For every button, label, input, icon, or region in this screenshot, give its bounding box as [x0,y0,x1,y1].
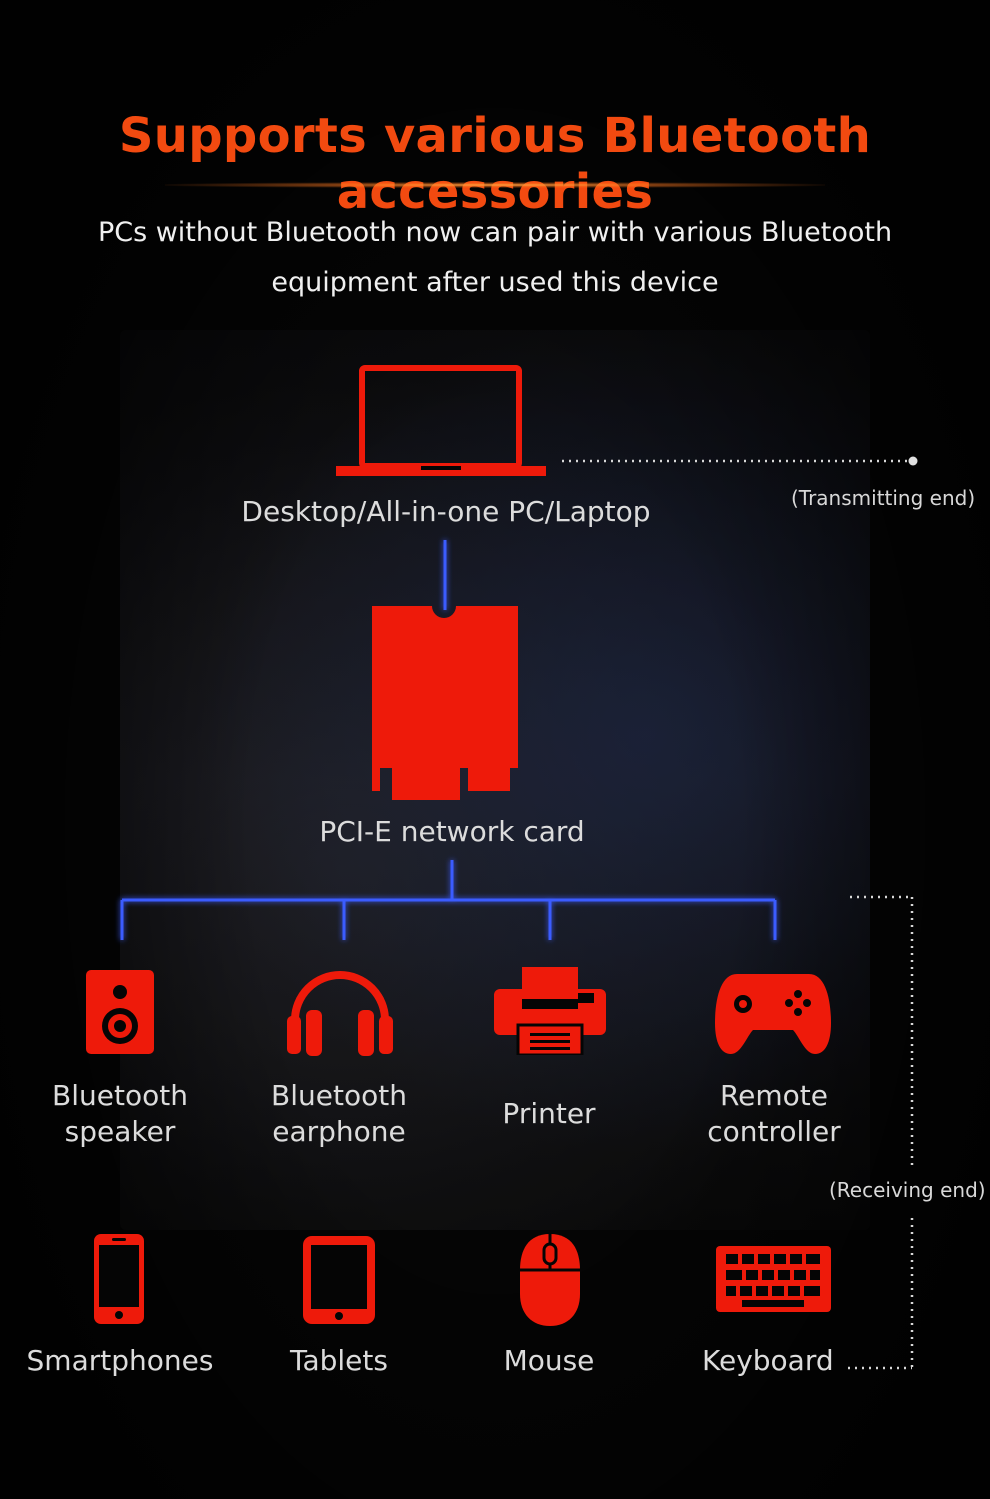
device-label-tablets: Tablets [290,1344,388,1377]
dotted-guides [562,459,914,1370]
device-label-remote-controller: Remote controller [707,1079,841,1148]
receiving-end-label: (Receiving end) [829,1178,986,1202]
blue-connectors [120,540,777,940]
pcie-card-icon [372,606,518,800]
subtitle-line-1: PCs without Bluetooth now can pair with … [97,217,893,248]
device-label-bluetooth-speaker: Bluetooth speaker [52,1079,188,1148]
laptop-icon [336,365,546,476]
title-underline-glow [165,182,825,188]
transmitting-end-dot [908,456,918,466]
subtitle: PCs without Bluetooth now can pair with … [70,208,920,308]
device-label-mouse: Mouse [503,1344,595,1377]
headphones-icon [287,971,393,1056]
device-label-bluetooth-earphone: Bluetooth earphone [271,1079,407,1148]
subtitle-line-2: equipment after used this device [271,267,719,298]
card-label: PCI-E network card [319,815,585,848]
gamepad-icon [715,974,831,1054]
device-label-printer: Printer [502,1097,596,1130]
speaker-icon [86,970,154,1054]
transmitting-end-label: (Transmitting end) [791,486,976,510]
page-title: Supports various Bluetooth accessories [118,108,872,220]
tablet-icon [303,1236,375,1324]
keyboard-icon [716,1246,831,1312]
device-label-smartphones: Smartphones [26,1344,214,1377]
device-label-keyboard: Keyboard [702,1344,834,1377]
smartphone-icon [94,1234,144,1324]
printer-icon [494,967,606,1055]
host-label: Desktop/All-in-one PC/Laptop [241,495,651,528]
mouse-icon [520,1234,580,1326]
